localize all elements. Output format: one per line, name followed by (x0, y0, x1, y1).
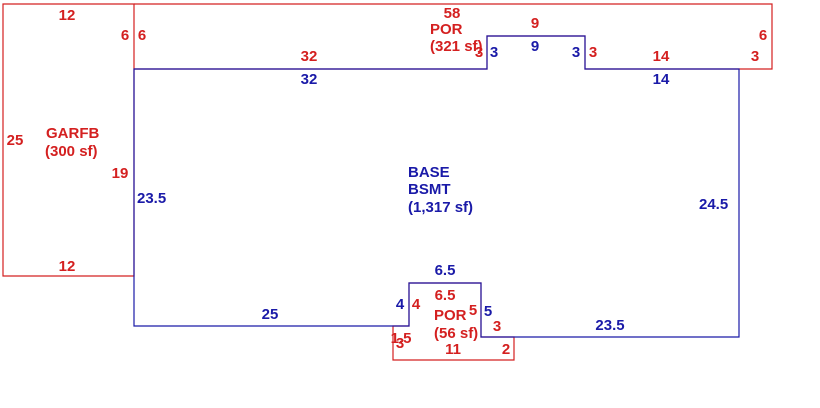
basement-code-line1: BASE (408, 164, 450, 181)
basement-outline (133, 35, 740, 338)
porch-top-code-label: POR (430, 21, 463, 38)
porch-top-step-right-dimension: 3 (589, 44, 597, 61)
porch-top-area-label: (321 sf) (430, 38, 483, 55)
garage-area-label: (300 sf) (45, 143, 98, 160)
porch-bottom-area-label: (56 sf) (434, 325, 478, 342)
basement-bottom-left-dimension: 25 (262, 306, 279, 323)
garage-code-label: GARFB (46, 125, 99, 142)
garage-bottom-dimension: 12 (59, 258, 76, 275)
basement-bottom-right-dimension: 23.5 (595, 317, 624, 334)
porch-top-segment-left-dimension: 32 (301, 48, 318, 65)
garage-right-lower-dimension: 19 (112, 165, 129, 182)
basement-notch-top-dimension: 6.5 (435, 262, 456, 279)
basement-code-line2: BSMT (408, 181, 451, 198)
basement-step-left-dimension: 3 (490, 44, 498, 61)
porch-bottom-right-end-dimension: 2 (502, 341, 510, 358)
porch-bottom-left-inner-dimension: 3 (396, 335, 404, 352)
porch-bottom-bottom-dimension: 11 (445, 341, 461, 358)
basement-step-top-dimension: 9 (531, 38, 539, 55)
porch-top-right-dimension: 6 (759, 27, 767, 44)
porch-top-step-top-dimension: 9 (531, 15, 539, 32)
porch-bottom-code-label: POR (434, 307, 467, 324)
garage-left-dimension: 25 (7, 132, 24, 149)
basement-top-left-dimension: 32 (301, 71, 318, 88)
garage-right-upper-dimension: 6 (121, 27, 129, 44)
basement-area-label: (1,317 sf) (408, 199, 473, 216)
basement-left-dimension: 23.5 (137, 190, 166, 207)
porch-top-overall-dimension: 58 (444, 5, 461, 22)
porch-top-segment-right-dimension: 14 (653, 48, 670, 65)
garage-top-dimension: 12 (59, 7, 76, 24)
porch-bottom-inner-right-dimension: 5 (469, 302, 477, 319)
porch-bottom-right-dimension: 3 (493, 318, 501, 335)
porch-top-step-left-dimension: 3 (475, 44, 483, 61)
basement-right-dimension: 24.5 (699, 196, 728, 213)
basement-notch-right-dimension: 5 (484, 303, 492, 320)
porch-top-left-dimension: 6 (138, 27, 146, 44)
basement-top-right-dimension: 14 (653, 71, 670, 88)
porch-bottom-top-dimension: 6.5 (435, 287, 456, 304)
basement-step-right-dimension: 3 (572, 44, 580, 61)
porch-bottom-inner-left-dimension: 4 (412, 296, 421, 313)
porch-bottom-left-dimension: 1.5 (391, 330, 412, 347)
basement-notch-left-dimension: 4 (396, 296, 405, 313)
porch-top-right-end-dimension: 3 (751, 48, 759, 65)
